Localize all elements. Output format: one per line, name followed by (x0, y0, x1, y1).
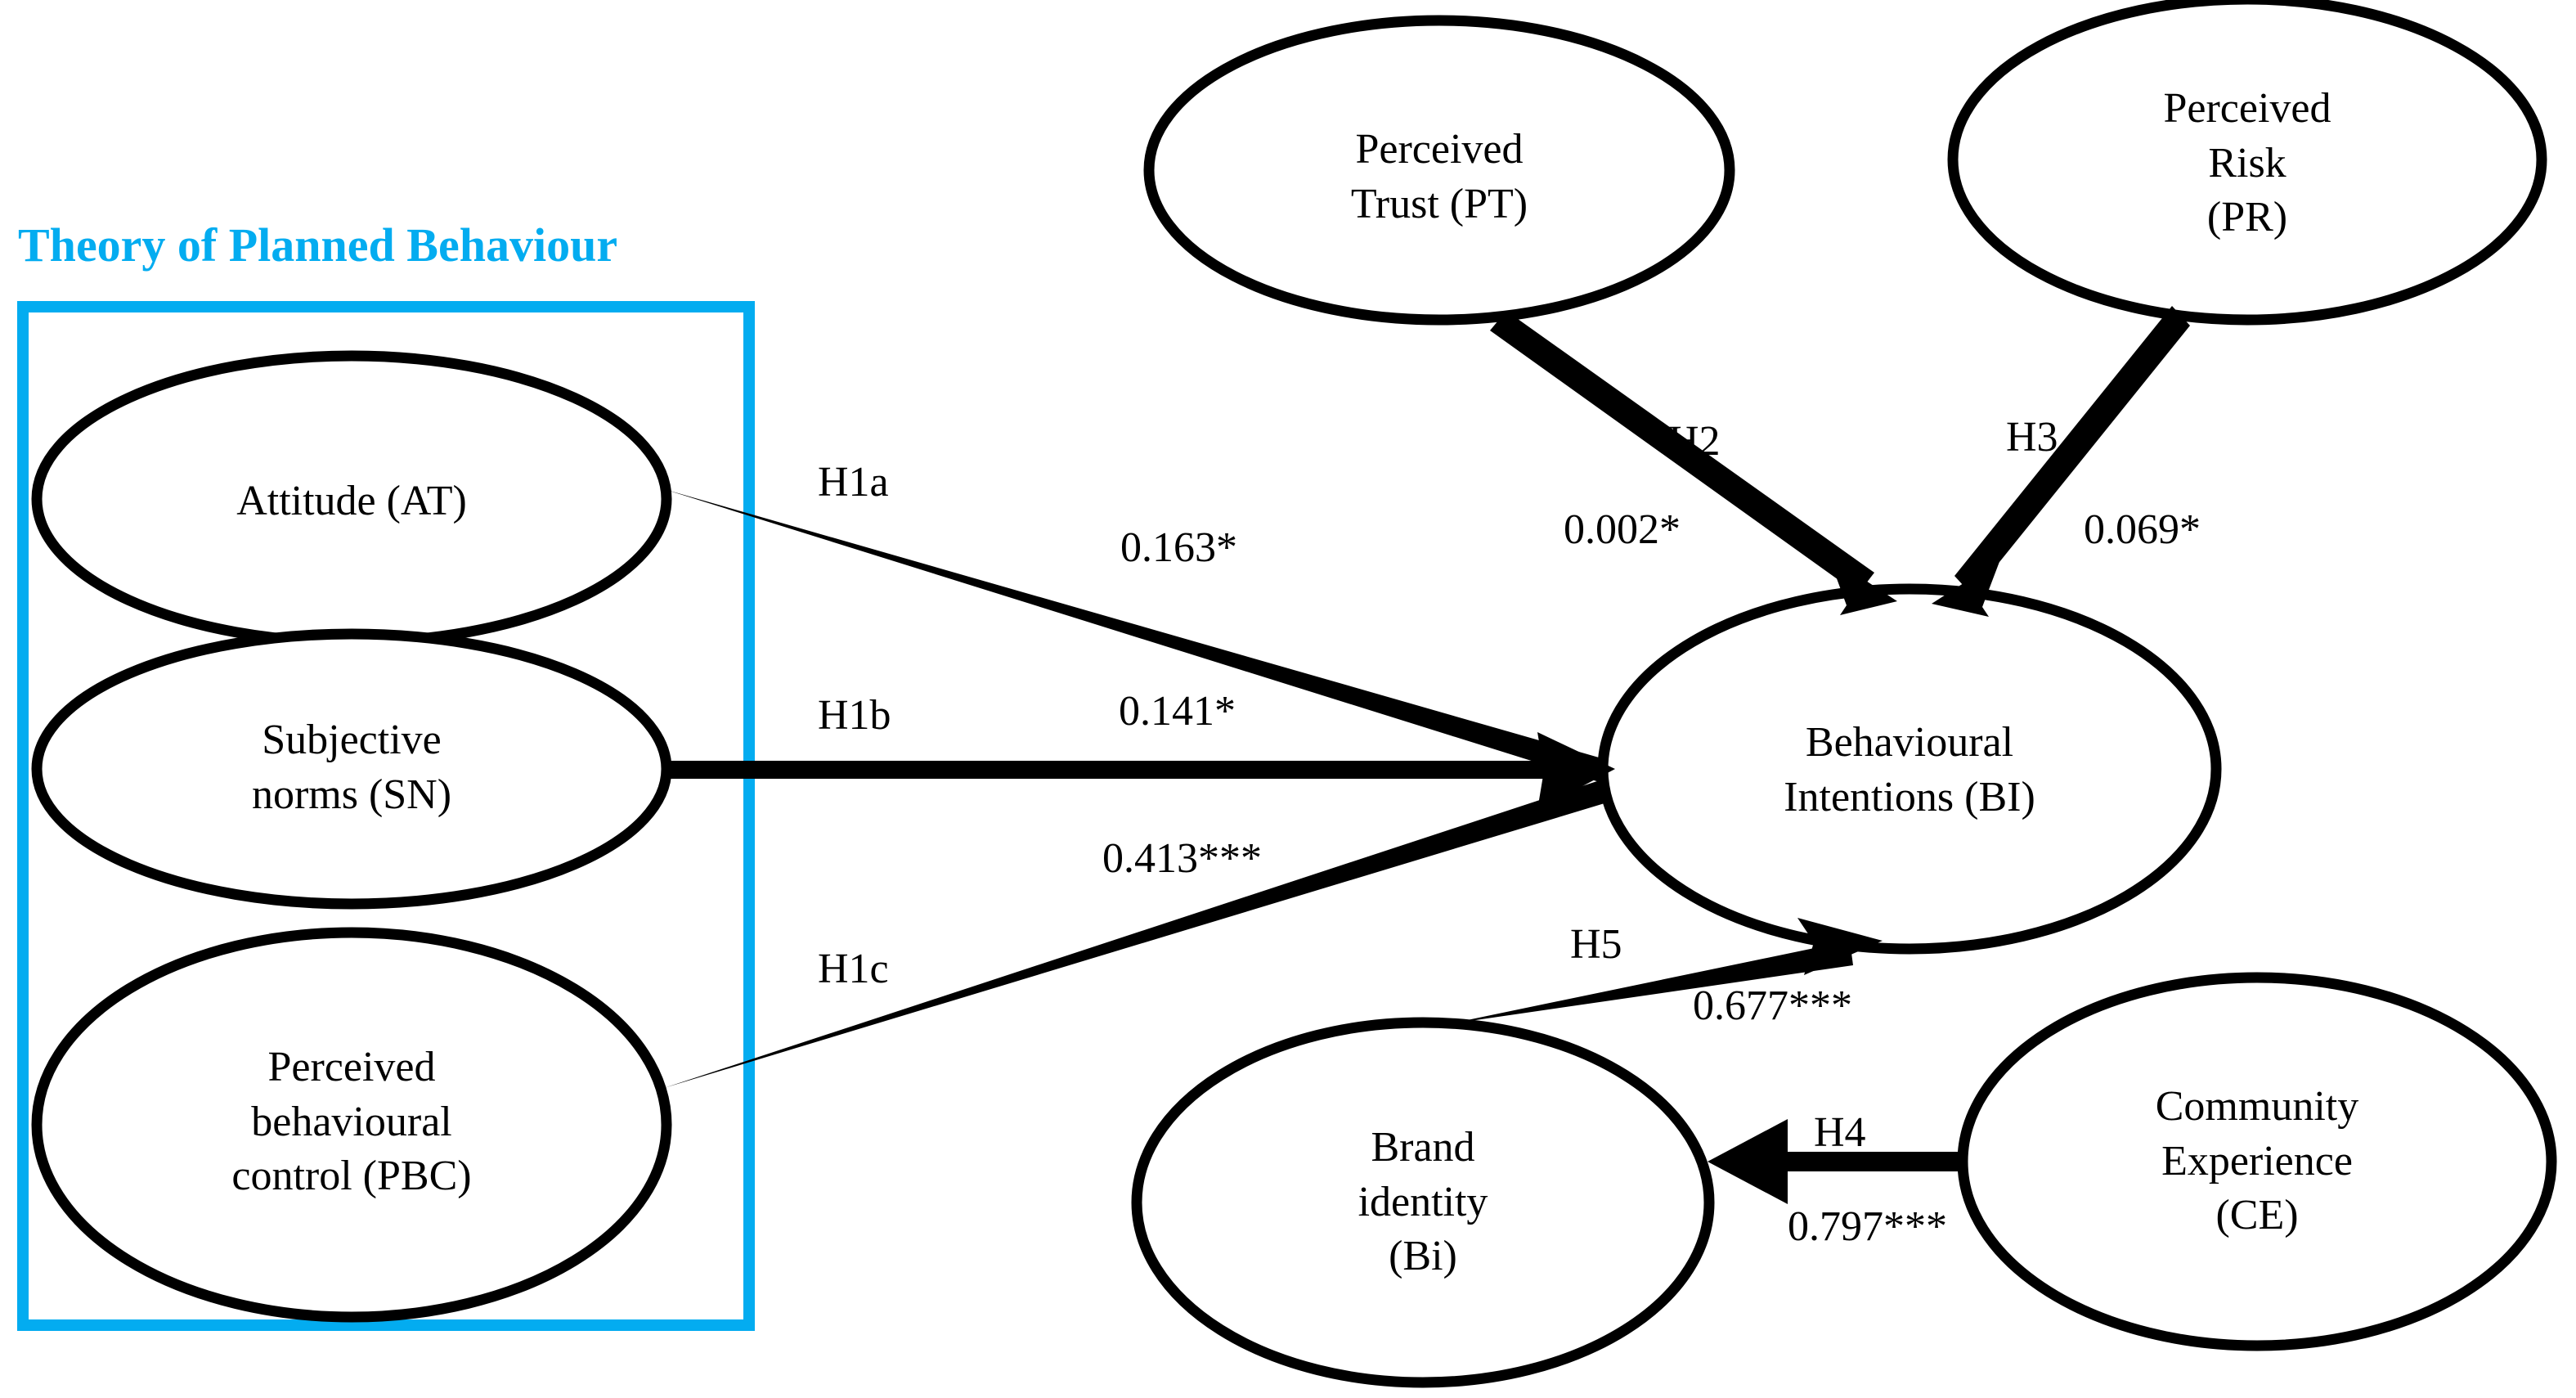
edge-h4-arrowhead (1708, 1119, 1788, 1204)
edge-h5-arrowhead (1797, 918, 1883, 975)
edge-h4 (1773, 1152, 1964, 1171)
edge-h3-arrowhead (1932, 560, 2000, 617)
edge-coefficient-h3: 0.069* (2084, 506, 2201, 553)
edge-h1-arrowhead (1537, 732, 1615, 810)
edge-coefficient-h4: 0.797*** (1788, 1203, 1947, 1250)
edge-hypothesis-h2: H2 (1668, 418, 1721, 465)
edge-coefficient-h1c: 0.413*** (1102, 835, 1262, 882)
node-brand-identity[interactable] (1131, 1017, 1715, 1388)
edge-hypothesis-h1b: H1b (818, 692, 891, 739)
node-community-experience[interactable] (1957, 972, 2557, 1351)
edge-h1c (664, 779, 1604, 1088)
edge-h1a (664, 489, 1604, 784)
edge-coefficient-h5: 0.677*** (1693, 982, 1852, 1029)
edge-hypothesis-h5: H5 (1570, 921, 1622, 968)
edge-hypothesis-h3: H3 (2006, 414, 2058, 461)
tpb-group-box (17, 301, 755, 1331)
node-subjective-norms[interactable] (31, 628, 672, 910)
edge-hypothesis-h1c: H1c (818, 946, 889, 992)
edge-hypothesis-h1a: H1a (818, 459, 889, 506)
tpb-group-title: Theory of Planned Behaviour (18, 218, 618, 272)
edge-h1b (664, 761, 1593, 779)
node-perceived-trust[interactable] (1143, 15, 1735, 326)
edge-hypothesis-h4: H4 (1814, 1109, 1866, 1156)
node-behavioural-intentions[interactable] (1597, 583, 2222, 955)
node-perceived-risk[interactable] (1947, 0, 2547, 326)
node-attitude[interactable] (31, 350, 672, 648)
edge-coefficient-h1b: 0.141* (1119, 688, 1236, 735)
edge-h2-arrowhead (1829, 556, 1897, 615)
edge-coefficient-h1a: 0.163* (1120, 524, 1237, 571)
edge-h5 (1447, 941, 1853, 1024)
edge-h2 (1490, 311, 1874, 594)
edge-coefficient-h2: 0.002* (1564, 506, 1681, 553)
edge-h3 (1954, 306, 2190, 596)
node-perceived-behavioural-control[interactable] (31, 927, 672, 1323)
